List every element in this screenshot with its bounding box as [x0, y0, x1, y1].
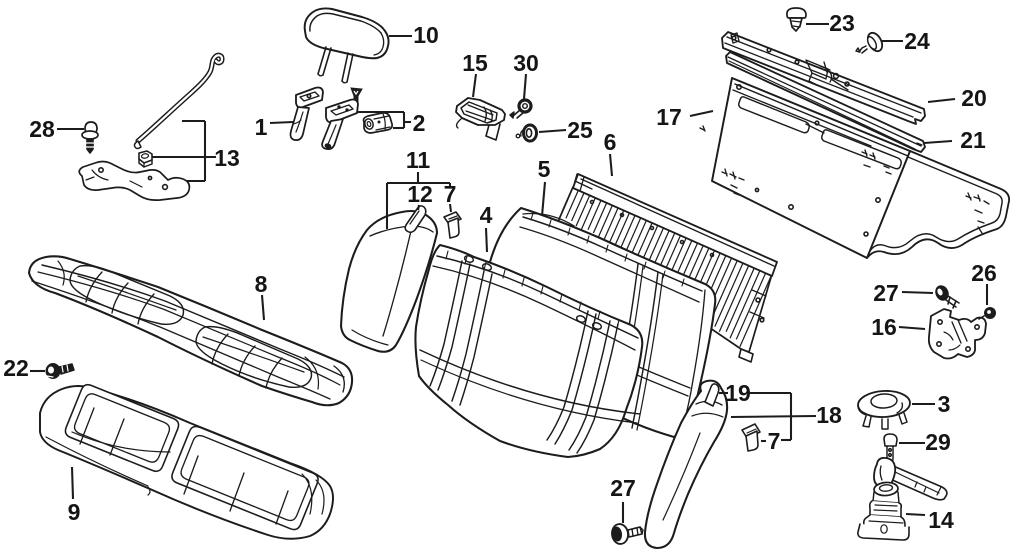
svg-text:27: 27: [873, 280, 899, 306]
svg-text:19: 19: [725, 380, 751, 406]
svg-text:20: 20: [961, 85, 987, 111]
svg-text:21: 21: [960, 127, 986, 153]
svg-text:1: 1: [255, 114, 268, 140]
svg-text:18: 18: [816, 402, 842, 428]
svg-text:9: 9: [68, 499, 81, 525]
svg-text:25: 25: [567, 117, 593, 143]
svg-text:7: 7: [444, 181, 457, 207]
svg-text:13: 13: [214, 145, 240, 171]
svg-text:22: 22: [3, 355, 29, 381]
svg-text:26: 26: [971, 260, 997, 286]
svg-text:28: 28: [29, 116, 55, 142]
svg-text:24: 24: [904, 28, 930, 54]
svg-text:29: 29: [925, 429, 951, 455]
svg-text:14: 14: [928, 507, 954, 533]
svg-text:12: 12: [407, 181, 433, 207]
svg-text:30: 30: [513, 50, 539, 76]
svg-text:23: 23: [829, 10, 855, 36]
svg-text:16: 16: [871, 314, 897, 340]
svg-text:4: 4: [480, 202, 493, 228]
svg-text:15: 15: [462, 50, 488, 76]
svg-text:5: 5: [538, 156, 551, 182]
svg-text:10: 10: [413, 22, 439, 48]
svg-text:3: 3: [938, 391, 951, 417]
svg-text:7: 7: [768, 428, 781, 454]
svg-text:27: 27: [610, 475, 636, 501]
svg-text:11: 11: [406, 147, 431, 173]
svg-text:6: 6: [604, 129, 617, 155]
svg-text:17: 17: [656, 104, 682, 130]
svg-text:8: 8: [255, 271, 268, 297]
svg-text:2: 2: [413, 110, 426, 136]
